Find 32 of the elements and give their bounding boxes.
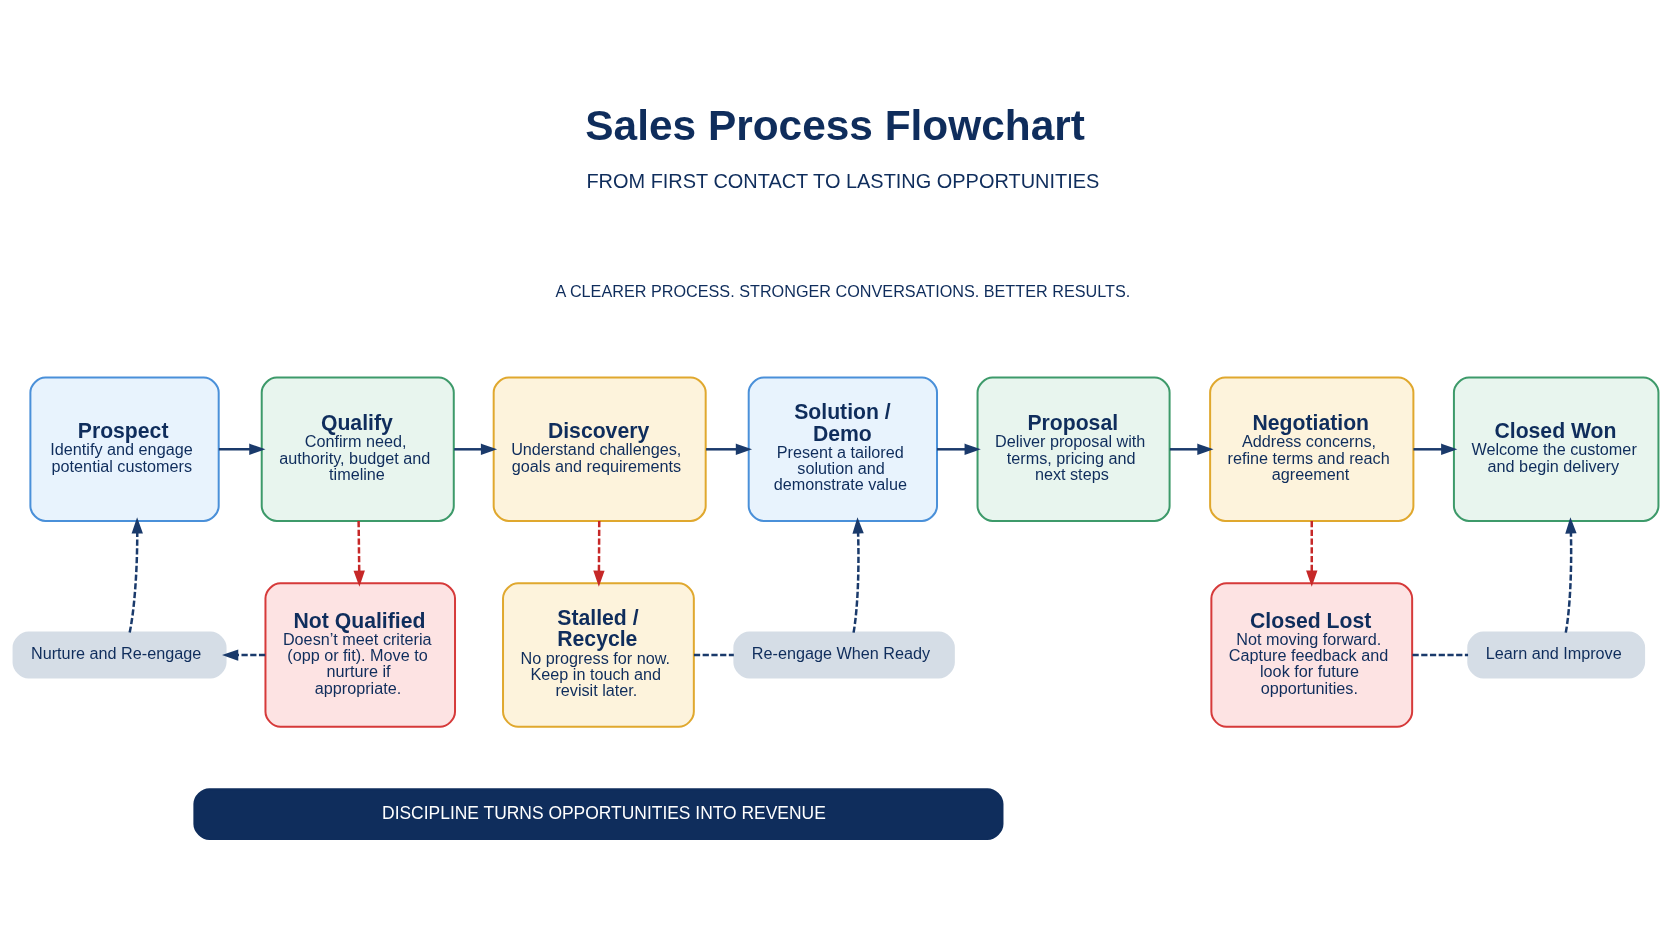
node-box: Discovery Understand challenges, goals and requirements bbox=[492, 376, 707, 522]
arrow bbox=[1564, 517, 1577, 633]
node-box: Proposal Deliver proposal with terms, pricing and next steps bbox=[976, 376, 1171, 522]
node-box: DISCIPLINE TURNS OPPORTUNITIES INTO REVENUE bbox=[193, 788, 1004, 840]
arrow bbox=[593, 521, 605, 587]
node-box: Solution / Demo Present a tailored solution and demonstrate value bbox=[747, 376, 938, 522]
arrow bbox=[706, 443, 753, 455]
arrow bbox=[1413, 443, 1458, 455]
node-box: Nurture and Re-engage bbox=[12, 631, 227, 679]
node-box: Not Qualified Doesn’t meet criteria (opp or fit). Move to nurture if appropriate. bbox=[264, 582, 456, 728]
node-box: Closed Won Welcome the customer and begin delivery bbox=[1452, 376, 1660, 522]
node-box: Stalled / Recycle No progress for now. Keep in touch and revisit later. bbox=[502, 582, 695, 728]
arrow bbox=[1306, 521, 1318, 587]
arrow bbox=[353, 521, 365, 587]
node-box: Re-engage When Ready bbox=[733, 631, 955, 679]
connector bbox=[693, 653, 734, 657]
diagram-title: Sales Process Flowchart bbox=[585, 101, 1085, 149]
arrow bbox=[937, 443, 981, 455]
node-box: Qualify Confirm need, authority, budget and timeline bbox=[260, 376, 455, 522]
arrow bbox=[1169, 443, 1214, 455]
node-box: Closed Lost Not moving forward. Capture feedback and look for future opportunities. bbox=[1210, 582, 1414, 728]
arrow bbox=[218, 443, 266, 455]
arrow bbox=[128, 517, 143, 633]
arrow bbox=[222, 649, 266, 661]
label: A CLEARER PROCESS. STRONGER CONVERSATIONS. BETTER RESULTS. bbox=[555, 282, 1131, 301]
node-box: Negotiation Address concerns, refine terms and reach agreement bbox=[1209, 376, 1415, 522]
connector bbox=[1412, 653, 1469, 657]
arrow bbox=[454, 443, 498, 455]
node-box: Prospect Identify and engage potential customers bbox=[29, 376, 220, 522]
label: FROM FIRST CONTACT TO LASTING OPPORTUNITIES bbox=[586, 169, 1100, 192]
arrow bbox=[852, 517, 864, 633]
node-box: Learn and Improve bbox=[1467, 631, 1646, 679]
